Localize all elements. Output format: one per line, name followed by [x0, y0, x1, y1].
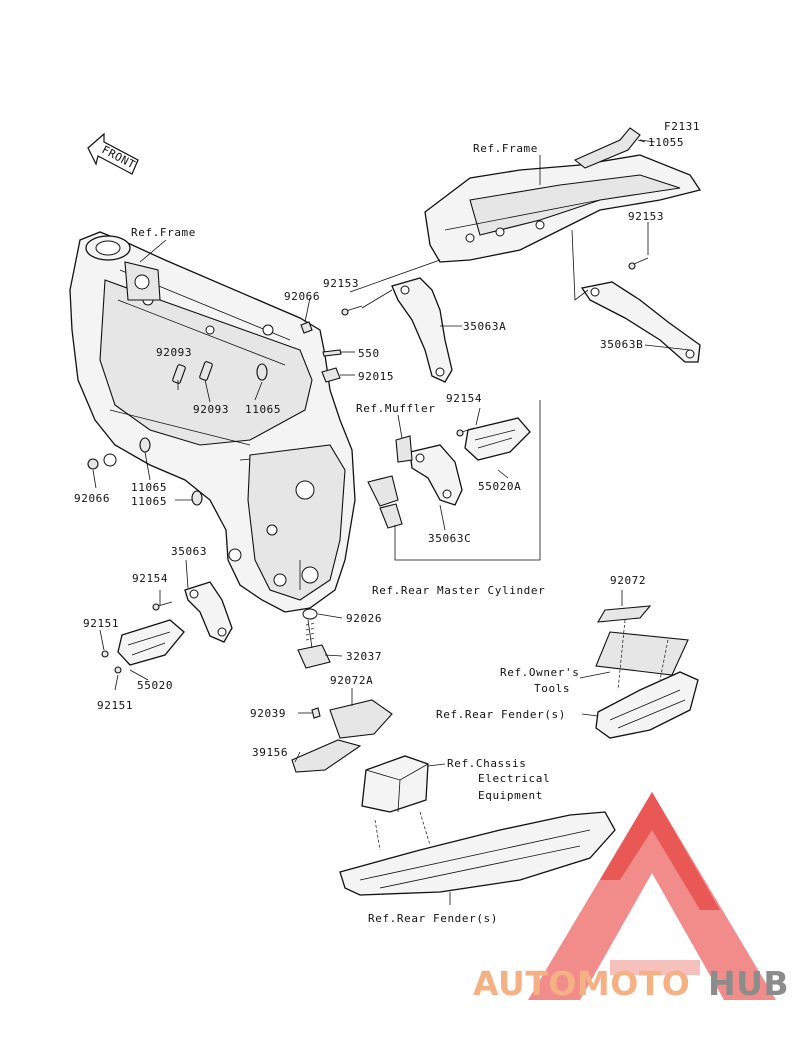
- leader-lines: [92, 139, 691, 905]
- callout-92151-a: 92151: [83, 617, 119, 630]
- callout-11055: 11055: [648, 136, 684, 149]
- callout-ref-chassis-2: Electrical: [478, 772, 550, 785]
- callout-92153-right: 92153: [628, 210, 664, 223]
- watermark-logo: [528, 792, 776, 1000]
- bracket-35063c: [367, 444, 463, 529]
- callout-92153-mid: 92153: [323, 277, 359, 290]
- callout-92015: 92015: [358, 370, 394, 383]
- callout-55020a: 55020A: [478, 480, 521, 493]
- bracket-35063a: [391, 277, 453, 383]
- callout-92072a: 92072A: [330, 674, 373, 687]
- callout-92039: 92039: [250, 707, 286, 720]
- callout-ref-rear-fender-a: Ref.Rear Fender(s): [436, 708, 566, 721]
- callout-ref-owners-tools-1: Ref.Owner's: [500, 666, 579, 679]
- main-frame: [69, 231, 356, 613]
- rear-fender-lower: [291, 699, 616, 896]
- callout-92066-top: 92066: [284, 290, 320, 303]
- callout-35063a: 35063A: [463, 320, 506, 333]
- callout-ref-frame-top: Ref.Frame: [473, 142, 538, 155]
- muffler-bracket: [395, 435, 413, 463]
- callout-92093-b: 92093: [193, 403, 229, 416]
- callout-ref-muffler: Ref.Muffler: [356, 402, 435, 415]
- callout-92154-left: 92154: [132, 572, 168, 585]
- callout-11065-a: 11065: [245, 403, 281, 416]
- callout-35063c: 35063C: [428, 532, 471, 545]
- seat-tray-upper: [595, 605, 699, 739]
- bracket-35063b: [580, 281, 701, 363]
- callout-32037: 32037: [346, 650, 382, 663]
- callout-92066-left: 92066: [74, 492, 110, 505]
- heel-guard-55020: [117, 619, 185, 666]
- heel-guard-55020a: [464, 417, 531, 461]
- callout-35063b: 35063B: [600, 338, 643, 351]
- callout-11065-c: 11065: [131, 495, 167, 508]
- callout-ref-owners-tools-2: Tools: [534, 682, 570, 695]
- callout-92154-right: 92154: [446, 392, 482, 405]
- callout-92026: 92026: [346, 612, 382, 625]
- callout-55020: 55020: [137, 679, 173, 692]
- callout-35063: 35063: [171, 545, 207, 558]
- bracket-35063: [184, 581, 233, 643]
- callout-92072: 92072: [610, 574, 646, 587]
- callout-ref-frame-left: Ref.Frame: [131, 226, 196, 239]
- callout-92151-b: 92151: [97, 699, 133, 712]
- callout-ref-chassis-1: Ref.Chassis: [447, 757, 526, 770]
- watermark-wordmark: AUTOMOTO HUB: [473, 964, 789, 1003]
- callout-11065-b: 11065: [131, 481, 167, 494]
- callout-39156: 39156: [252, 746, 288, 759]
- callout-550: 550: [358, 347, 380, 360]
- figure-code: F2131: [664, 120, 700, 133]
- front-arrow-icon: FRONT: [87, 132, 139, 175]
- watermark-text-automoto: AUTOMOTO: [473, 964, 690, 1003]
- watermark-triangle-icon: [528, 792, 776, 1000]
- small-fasteners: [87, 257, 649, 719]
- sub-frame: [424, 127, 702, 263]
- watermark-text-hub: HUB: [708, 964, 789, 1003]
- callout-ref-rear-master-cylinder: Ref.Rear Master Cylinder: [372, 584, 545, 597]
- callout-92093-a: 92093: [156, 346, 192, 359]
- callout-ref-rear-fender-b: Ref.Rear Fender(s): [368, 912, 498, 925]
- callout-ref-chassis-3: Equipment: [478, 789, 543, 802]
- callout-labels: F2131 Ref.Frame 11055 92153 35063B Ref.F…: [74, 120, 700, 925]
